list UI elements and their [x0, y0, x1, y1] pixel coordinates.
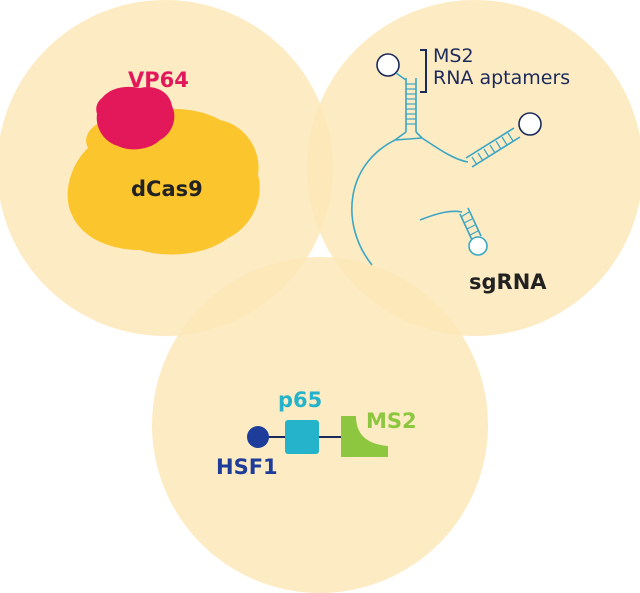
sgrna-loop-3 — [468, 236, 488, 256]
dcas9-protein-shape — [67, 108, 260, 255]
circle-activator-group — [152, 257, 488, 593]
p65-domain — [285, 420, 319, 454]
ms2-coat-protein — [341, 416, 388, 457]
loop1-connector — [395, 72, 407, 81]
aptamer-label-line2: RNA aptamers — [433, 67, 570, 89]
stem-3 — [459, 207, 482, 241]
ms2-label: MS2 — [366, 409, 417, 433]
p65-label: p65 — [278, 388, 322, 412]
stem-2 — [465, 127, 521, 168]
stem-1-rungs — [406, 83, 416, 125]
vp64-label: VP64 — [128, 68, 189, 92]
ms2-aptamer-loop-1 — [376, 53, 400, 77]
aptamer-label-line1: MS2 — [433, 45, 474, 67]
dcas9-label: dCas9 — [131, 177, 203, 201]
circle-sgrna-group — [307, 0, 640, 336]
vp64-protein-shape — [96, 86, 175, 150]
ms2-aptamer-loop-2 — [518, 112, 542, 136]
sgrna-scaffold — [351, 78, 469, 266]
aptamer-bracket — [420, 49, 427, 93]
sgrna-label: sgRNA — [469, 270, 547, 294]
hsf1-label: HSF1 — [216, 455, 278, 479]
hsf1-domain — [247, 426, 269, 448]
